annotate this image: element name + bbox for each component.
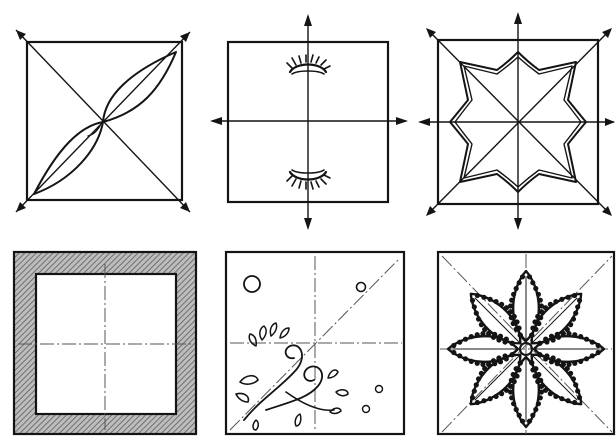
petal xyxy=(448,331,518,367)
petal-bead xyxy=(451,343,456,348)
petal-bead xyxy=(514,407,519,412)
bud xyxy=(270,323,276,336)
panel-floral-scroll xyxy=(226,252,404,434)
petal-bead xyxy=(457,353,462,358)
petal-bead xyxy=(457,340,462,345)
panel-leaf-pair xyxy=(16,30,190,212)
panel-eight-petal-flower xyxy=(438,252,614,434)
petal-bead xyxy=(463,337,468,342)
dot-circle xyxy=(363,406,370,413)
petal-bead xyxy=(492,361,497,366)
petal-bead xyxy=(538,378,543,383)
leaf xyxy=(336,390,348,396)
petal-bead xyxy=(584,337,589,342)
petal-bead xyxy=(584,356,589,361)
petal-bead xyxy=(475,361,480,366)
petal-bead xyxy=(578,359,583,364)
petal-bead xyxy=(517,413,522,418)
petal-bead xyxy=(517,280,522,285)
petal-bead xyxy=(533,286,538,291)
panel-eye-pair xyxy=(210,14,408,230)
petal-bead xyxy=(514,286,519,291)
petal-bead xyxy=(509,395,514,400)
arrow-head xyxy=(514,218,522,230)
petal-bead xyxy=(463,356,468,361)
leaf xyxy=(330,408,341,413)
petal-bead xyxy=(504,356,509,361)
petal-bead xyxy=(555,332,560,337)
petal-bead xyxy=(527,274,532,279)
petal-bead xyxy=(538,395,543,400)
petal-bead xyxy=(451,350,456,355)
petal-bead xyxy=(486,362,491,367)
petal-bead xyxy=(536,401,541,406)
petal-bead xyxy=(590,340,595,345)
petal-bead xyxy=(596,350,601,355)
petal-bead xyxy=(529,360,534,365)
panel-hatched-frame xyxy=(14,252,196,434)
petal-bead xyxy=(511,292,516,297)
petal-bead xyxy=(590,353,595,358)
petal-bead xyxy=(549,334,554,339)
leaf xyxy=(295,414,301,426)
petal xyxy=(508,271,544,341)
petal-bead xyxy=(536,372,541,377)
petal-bead xyxy=(538,298,543,303)
petal-bead xyxy=(498,359,503,364)
bud xyxy=(249,334,256,346)
petal-bead xyxy=(578,334,583,339)
petal-bead xyxy=(469,334,474,339)
petal-bead xyxy=(530,413,535,418)
petal-bead xyxy=(533,366,538,371)
petal-bead xyxy=(561,331,566,336)
arrow-head xyxy=(605,118,615,126)
petal-bead xyxy=(536,292,541,297)
panel-eight-point-star xyxy=(418,12,615,230)
petal-bead xyxy=(533,407,538,412)
petal-bead xyxy=(530,280,535,285)
arrow-head xyxy=(514,12,522,24)
leaf xyxy=(236,393,248,402)
petal-bead xyxy=(520,419,525,424)
petal-bead xyxy=(527,419,532,424)
arrow-head xyxy=(396,117,408,125)
petal-bead xyxy=(543,337,548,342)
petal-bead xyxy=(572,361,577,366)
petal-bead xyxy=(520,274,525,279)
petal-bead xyxy=(509,298,514,303)
petal-bead xyxy=(566,331,571,336)
petal-bead xyxy=(480,362,485,367)
arrow-head xyxy=(210,117,222,125)
dot-circle xyxy=(357,283,366,292)
petal-bead xyxy=(475,332,480,337)
arrow-head xyxy=(304,218,312,230)
petal-bead xyxy=(510,352,515,357)
petal-bead xyxy=(537,341,542,346)
petal xyxy=(534,331,604,367)
petal-bead xyxy=(539,384,544,389)
petal xyxy=(508,357,544,427)
arrow-head xyxy=(304,14,312,26)
dot-circle xyxy=(244,276,260,292)
leaf xyxy=(240,376,258,384)
bud xyxy=(260,326,266,340)
leaf xyxy=(253,420,258,430)
petal-bead xyxy=(469,359,474,364)
petal-bead xyxy=(511,401,516,406)
leaf xyxy=(328,370,338,378)
petal-bead xyxy=(539,389,544,394)
dot-circle xyxy=(376,386,383,393)
arrow-head xyxy=(418,118,430,126)
bud xyxy=(280,328,289,338)
petal-bead xyxy=(572,332,577,337)
petal-bead xyxy=(596,343,601,348)
